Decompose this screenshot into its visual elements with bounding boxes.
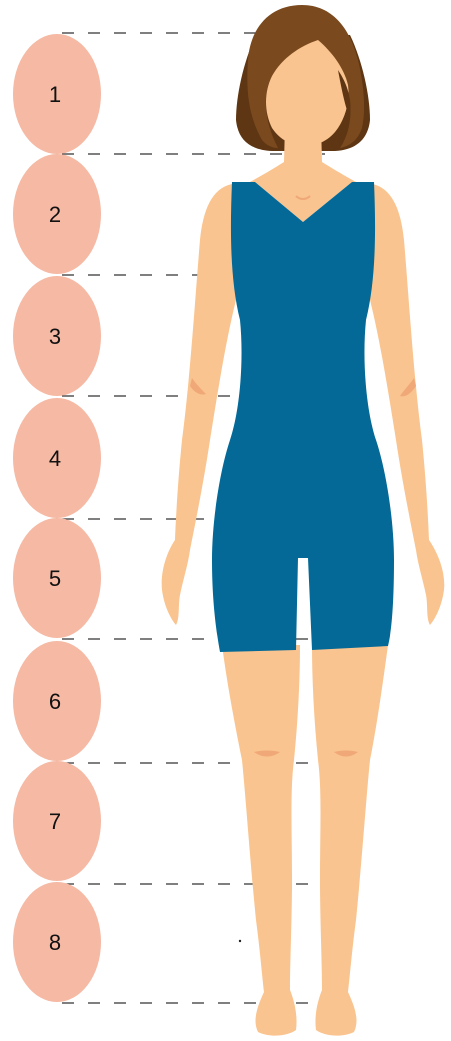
head-unit-label: 4 [49, 446, 61, 471]
head-unit-label: 7 [49, 809, 61, 834]
head-unit-label: 6 [49, 689, 61, 714]
head-unit-marker: 1 [13, 34, 101, 154]
head-unit-label: 1 [49, 82, 61, 107]
left-leg [222, 645, 300, 1036]
head-unit-marker: 5 [13, 518, 101, 638]
head-unit-label: 3 [49, 324, 61, 349]
dot-mark [239, 940, 241, 942]
head-unit-label: 8 [49, 930, 61, 955]
head-unit-marker: 6 [13, 641, 101, 761]
head-unit-markers: 1 2 3 4 5 6 7 8 [13, 34, 101, 1002]
female-figure [162, 5, 445, 1036]
head-unit-marker: 3 [13, 276, 101, 396]
head-unit-marker: 8 [13, 882, 101, 1002]
head-unit-marker: 2 [13, 154, 101, 274]
head-unit-label: 5 [49, 566, 61, 591]
bodysuit [212, 182, 394, 652]
head-unit-label: 2 [49, 202, 61, 227]
right-leg [312, 645, 388, 1036]
head-unit-marker: 4 [13, 398, 101, 518]
head-unit-marker: 7 [13, 761, 101, 881]
